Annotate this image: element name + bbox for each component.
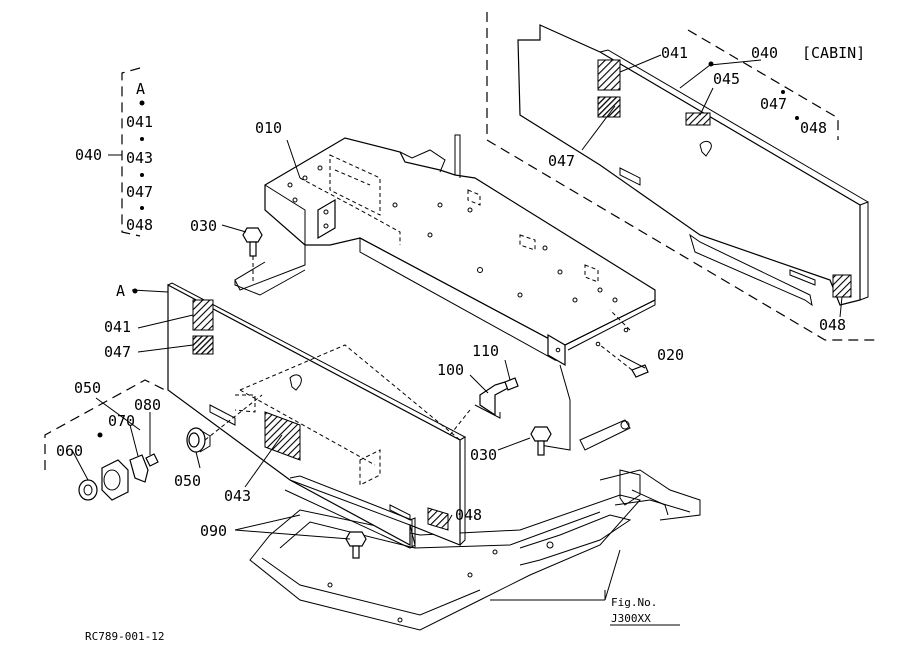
kit-item-a: A	[136, 80, 145, 98]
label-060: 060	[56, 442, 83, 460]
label-070: 070	[108, 412, 135, 430]
cabin-item-047b: 047	[760, 95, 787, 113]
label-080: 080	[134, 396, 161, 414]
fig-ref-line1: Fig.No.	[611, 596, 657, 609]
cabin-item-048: 048	[800, 119, 827, 137]
drawing-code: RC789-001-12	[85, 630, 164, 643]
cabin-item-041: 041	[661, 44, 688, 62]
label-090: 090	[200, 522, 227, 540]
label-010: 010	[255, 119, 282, 137]
label-048: 048	[455, 506, 482, 524]
lock-parts-group-drawing	[78, 453, 159, 501]
cabin-label-047: 047	[548, 152, 575, 170]
kit-item-048: 048	[126, 216, 153, 234]
bolt-090-drawing	[345, 531, 367, 559]
floor-frame-drawing	[249, 469, 701, 631]
kit-group-bracket	[121, 67, 141, 237]
cabin-item-045: 045	[713, 70, 740, 88]
cabin-panel-drawing	[517, 24, 869, 307]
cabin-tag: [CABIN]	[802, 44, 865, 62]
label-020: 020	[657, 346, 684, 364]
frame-010-drawing	[234, 134, 656, 451]
fig-ref-line2: J300XX	[611, 612, 651, 625]
label-030-lower: 030	[470, 446, 497, 464]
bullet-dots	[97, 61, 799, 438]
bolt-030-top-drawing	[242, 227, 263, 282]
label-100: 100	[437, 361, 464, 379]
label-110: 110	[472, 342, 499, 360]
label-047: 047	[104, 343, 131, 361]
label-050-group: 050	[74, 379, 101, 397]
cabin-label-048: 048	[819, 316, 846, 334]
label-050: 050	[174, 472, 201, 490]
bolt-030-lower-drawing	[530, 426, 552, 456]
label-043: 043	[224, 487, 251, 505]
label-041: 041	[104, 318, 131, 336]
kit-item-041: 041	[126, 113, 153, 131]
cabin-group-outline	[486, 12, 880, 341]
kit-part-040: 040	[75, 146, 102, 164]
left-cover-panel-drawing	[167, 282, 467, 549]
kit-item-043: 043	[126, 149, 153, 167]
leader-lines	[71, 54, 843, 626]
label-a: A	[116, 282, 125, 300]
label-030-top: 030	[190, 217, 217, 235]
cabin-part-040: 040	[751, 44, 778, 62]
clip-100-drawing	[449, 377, 519, 436]
kit-item-047: 047	[126, 183, 153, 201]
lock-group-outline	[44, 379, 166, 470]
